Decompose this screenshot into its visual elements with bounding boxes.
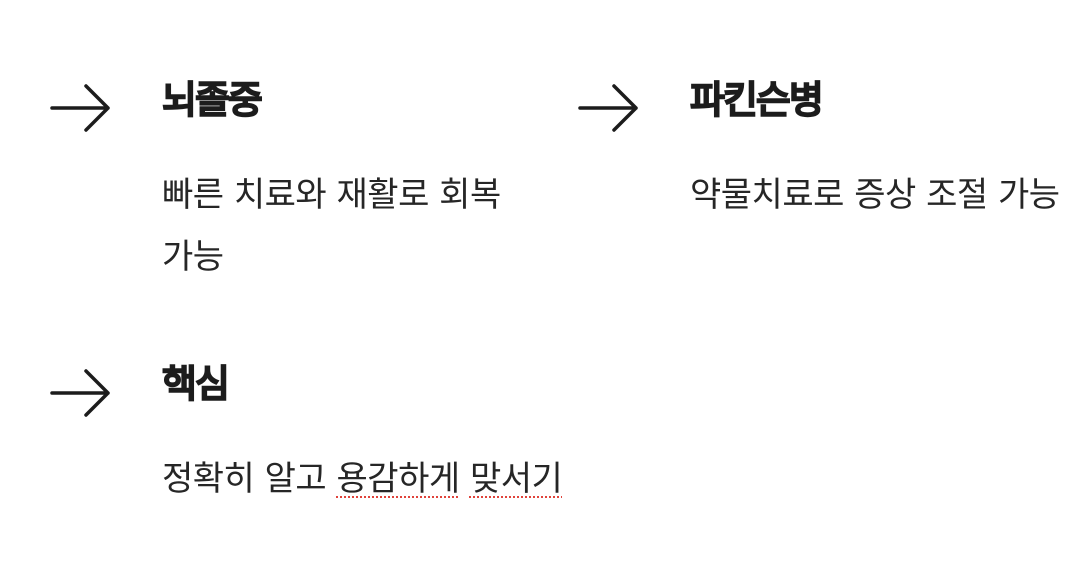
spellcheck-flagged-word[interactable]: 맞서기 bbox=[469, 459, 563, 499]
item-description-parkinsons: 약물치료로 증상 조절 가능 bbox=[690, 175, 1060, 215]
item-description-stroke: 빠른 치료와 재활로 회복 가능 bbox=[162, 175, 501, 277]
arrow-right-icon bbox=[50, 365, 112, 421]
arrow-right-icon bbox=[578, 80, 640, 136]
item-title-key-point: 핵심 bbox=[161, 361, 230, 406]
description-text: 정확히 알고 bbox=[162, 459, 337, 499]
spellcheck-flagged-word[interactable]: 용감하게 bbox=[336, 459, 461, 499]
description-space bbox=[460, 459, 470, 499]
item-description-key-point: 정확히 알고 용감하게 맞서기 bbox=[162, 448, 682, 510]
item-title-stroke: 뇌졸중 bbox=[161, 77, 263, 122]
arrow-right-icon bbox=[50, 80, 112, 136]
item-title-parkinsons: 파킨슨병 bbox=[689, 77, 824, 122]
